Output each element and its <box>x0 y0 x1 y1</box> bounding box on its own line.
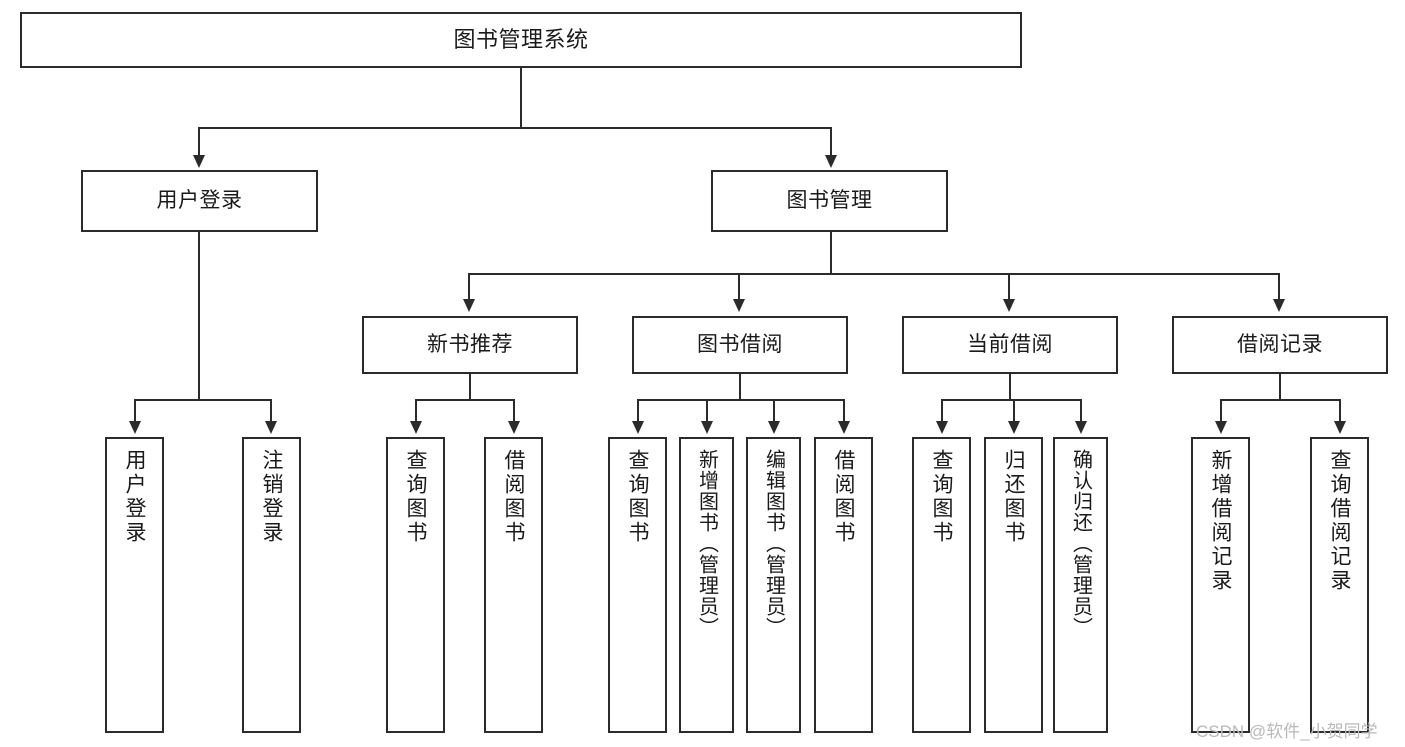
node-user-login[interactable]: 用户登录 <box>81 170 318 232</box>
node-label: 图书管理 <box>786 189 873 213</box>
connector-current-drop-3 <box>1080 399 1082 423</box>
connector-record-drop-2 <box>1339 399 1341 423</box>
node-new-book-recommend[interactable]: 新书推荐 <box>362 316 578 374</box>
connector-record-drop-1 <box>1220 399 1222 423</box>
node-label: 查询图书 <box>404 449 427 545</box>
node-label: 查询图书 <box>626 449 649 545</box>
node-label: 归还图书 <box>1002 449 1025 545</box>
leaf-return-book[interactable]: 归还图书 <box>984 437 1043 733</box>
arrowhead-record-1 <box>1215 421 1227 434</box>
connector-newbook-stem <box>469 374 471 400</box>
connector-record-stem <box>1279 374 1281 400</box>
connector-level2-bus <box>198 127 832 129</box>
connector-borrow-drop-3 <box>773 399 775 423</box>
arrowhead-borrow-4 <box>838 421 850 434</box>
arrowhead-current-2 <box>1008 421 1020 434</box>
arrowhead-current-3 <box>1075 421 1087 434</box>
node-label: 新增借阅记录 <box>1209 449 1232 593</box>
arrowhead-borrow-1 <box>632 421 644 434</box>
connector-bookmgmt-stem <box>830 232 832 274</box>
node-label: 新书推荐 <box>427 333 513 357</box>
node-label: 借阅图书 <box>502 449 525 545</box>
connector-current-drop-1 <box>941 399 943 423</box>
connector-level3-drop-3 <box>1008 273 1010 301</box>
connector-level2-drop-2 <box>830 127 832 157</box>
arrowhead-newbook-2 <box>508 421 520 434</box>
arrowhead-borrow-3 <box>768 421 780 434</box>
node-borrow-record[interactable]: 借阅记录 <box>1172 316 1388 374</box>
node-label: 用户登录 <box>156 189 243 213</box>
connector-root-stem <box>520 68 522 128</box>
leaf-add-book-admin[interactable]: 新增图书（管理员） <box>679 437 734 733</box>
node-root-system[interactable]: 图书管理系统 <box>20 12 1022 68</box>
connector-newbook-drop-1 <box>415 399 417 423</box>
node-label: 编辑图书（管理员） <box>762 449 785 638</box>
leaf-query-book-borrow[interactable]: 查询图书 <box>608 437 667 733</box>
leaf-edit-book-admin[interactable]: 编辑图书（管理员） <box>746 437 801 733</box>
arrowhead-level2-2 <box>825 155 837 168</box>
leaf-borrow-book[interactable]: 借阅图书 <box>814 437 873 733</box>
node-label: 图书管理系统 <box>453 26 589 52</box>
node-label: 图书借阅 <box>697 333 783 357</box>
arrowhead-record-2 <box>1334 421 1346 434</box>
arrowhead-level2-1 <box>193 155 205 168</box>
node-book-borrow[interactable]: 图书借阅 <box>632 316 848 374</box>
connector-borrow-stem <box>739 374 741 400</box>
leaf-confirm-return-admin[interactable]: 确认归还（管理员） <box>1053 437 1108 733</box>
connector-newbook-bus <box>415 399 514 401</box>
leaf-logout[interactable]: 注销登录 <box>242 437 301 733</box>
connector-borrow-drop-2 <box>706 399 708 423</box>
connector-current-bus <box>941 399 1081 401</box>
connector-newbook-drop-2 <box>513 399 515 423</box>
connector-level2-drop-1 <box>198 127 200 157</box>
connector-level3-drop-1 <box>468 273 470 301</box>
leaf-query-book-newbook[interactable]: 查询图书 <box>386 437 445 733</box>
node-label: 借阅记录 <box>1237 333 1323 357</box>
arrowhead-level3-3 <box>1003 299 1015 312</box>
connector-record-bus <box>1220 399 1340 401</box>
connector-borrow-drop-1 <box>637 399 639 423</box>
arrowhead-level3-2 <box>733 299 745 312</box>
arrowhead-newbook-1 <box>410 421 422 434</box>
connector-userlogin-stem <box>198 232 200 400</box>
connector-level3-drop-2 <box>738 273 740 301</box>
arrowhead-userlogin-2 <box>265 421 277 434</box>
leaf-query-book-current[interactable]: 查询图书 <box>912 437 971 733</box>
leaf-add-borrow-record[interactable]: 新增借阅记录 <box>1191 437 1250 733</box>
node-label: 当前借阅 <box>967 333 1053 357</box>
node-label: 注销登录 <box>260 449 283 545</box>
arrowhead-userlogin-1 <box>129 421 141 434</box>
leaf-borrow-book-newbook[interactable]: 借阅图书 <box>484 437 543 733</box>
node-book-management[interactable]: 图书管理 <box>711 170 948 232</box>
node-label: 确认归还（管理员） <box>1069 449 1092 638</box>
arrowhead-level3-1 <box>463 299 475 312</box>
arrowhead-borrow-2 <box>701 421 713 434</box>
connector-level3-bus <box>468 273 1280 275</box>
leaf-query-borrow-record[interactable]: 查询借阅记录 <box>1310 437 1369 733</box>
leaf-user-login[interactable]: 用户登录 <box>105 437 164 733</box>
node-label: 查询图书 <box>930 449 953 545</box>
connector-current-stem <box>1009 374 1011 400</box>
connector-userlogin-drop-2 <box>270 399 272 423</box>
node-label: 查询借阅记录 <box>1328 449 1351 593</box>
connector-userlogin-bus <box>134 399 272 401</box>
arrowhead-level3-4 <box>1273 299 1285 312</box>
connector-borrow-drop-4 <box>843 399 845 423</box>
connector-level3-drop-4 <box>1278 273 1280 301</box>
node-label: 借阅图书 <box>832 449 855 545</box>
node-label: 新增图书（管理员） <box>695 449 718 638</box>
connector-borrow-bus <box>637 399 844 401</box>
connector-current-drop-2 <box>1013 399 1015 423</box>
connector-userlogin-drop-1 <box>134 399 136 423</box>
node-label: 用户登录 <box>123 449 146 545</box>
node-current-borrow[interactable]: 当前借阅 <box>902 316 1118 374</box>
arrowhead-current-1 <box>936 421 948 434</box>
